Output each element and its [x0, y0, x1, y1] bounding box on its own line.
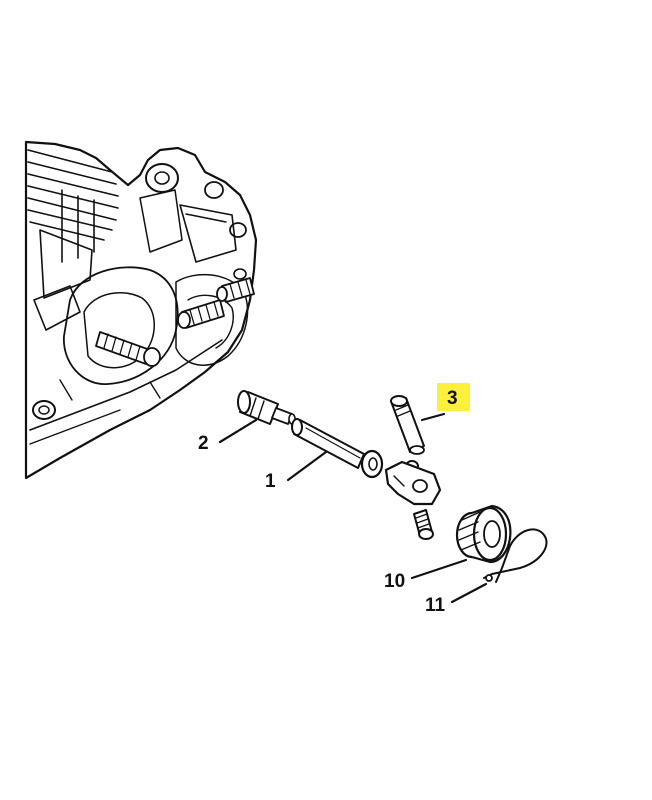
leader-line-1: [286, 450, 328, 482]
bar-mount-studs: [177, 268, 255, 329]
screw: [413, 509, 434, 540]
part-11-spring-clip: [483, 528, 548, 583]
crankshaft-stud: [95, 331, 161, 367]
leader-lines: [218, 412, 488, 604]
housing-lower-edge: [29, 339, 223, 445]
part-2-worm-sleeve: [237, 390, 296, 425]
part-1-oil-hose: [291, 418, 384, 479]
leader-line-3: [420, 412, 446, 422]
cooling-fins: [27, 149, 119, 331]
leader-line-2: [218, 418, 258, 444]
callout-10: 10: [384, 571, 405, 592]
callout-11: 11: [425, 595, 446, 616]
leader-line-11: [450, 582, 488, 604]
callout-2: 2: [198, 433, 209, 454]
callout-3-highlight: [437, 383, 470, 411]
callouts: 2 1 3 10 11: [198, 383, 470, 616]
leader-line-10: [410, 558, 468, 580]
engine-housing: [24, 140, 258, 480]
pump-housing: [384, 460, 442, 506]
part-3-pump-plunger: [390, 395, 425, 455]
mounting-boss: [139, 163, 247, 263]
crank-bearing-housing: [63, 266, 249, 385]
part-10-worm-gear: [455, 504, 512, 564]
callout-1: 1: [265, 471, 276, 492]
callout-3: 3: [447, 388, 458, 409]
